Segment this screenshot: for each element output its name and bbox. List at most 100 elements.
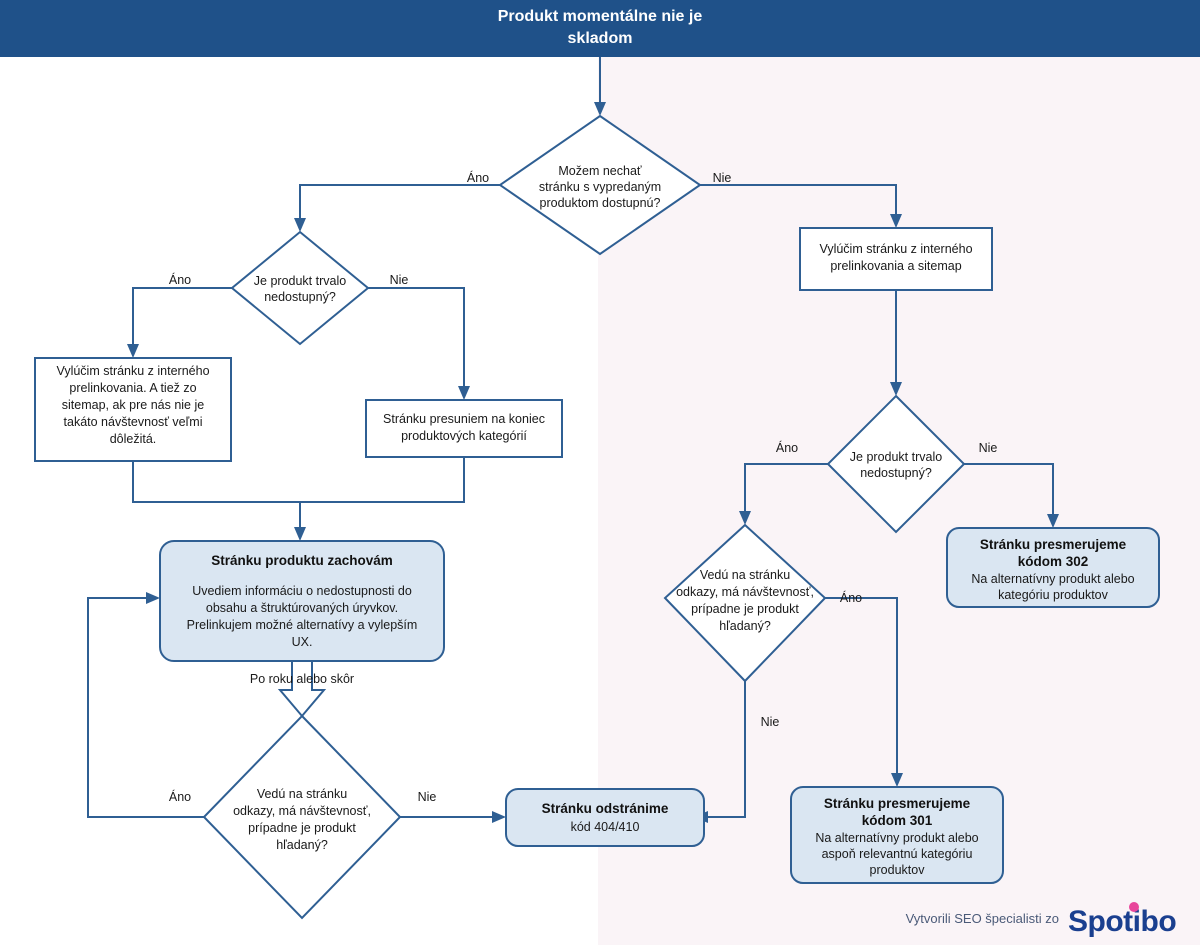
- node-decision-availability[interactable]: Možem nechať stránku s vypredaným produk…: [498, 114, 702, 256]
- diamond-shape: [230, 230, 370, 346]
- node-text-line-1: Stránku presuniem na koniec: [383, 412, 545, 426]
- node-title-line-1: Stránku presmerujeme: [824, 796, 971, 811]
- edge-d2right-no: [964, 463, 1054, 518]
- diamond-shape: [663, 523, 827, 683]
- node-text-line-3: produktom dostupnú?: [540, 196, 661, 210]
- node-text-line-2: obsahu a štruktúrovaných úryvkov.: [206, 601, 398, 615]
- edge-d3right-no: [704, 681, 746, 818]
- node-text-line-1: Na alternatívny produkt alebo: [815, 831, 978, 845]
- node-exclude-internal-linking-left[interactable]: Vylúčim stránku z interného prelinkovani…: [34, 357, 232, 462]
- edge-d3left-yes-loop: [87, 597, 204, 818]
- node-title: Stránku odstránime: [542, 801, 669, 816]
- header-bar: [0, 0, 1200, 57]
- edge-d2left-yes: [132, 287, 232, 348]
- node-text-line-1: Uvediem informáciu o nedostupnosti do: [192, 584, 412, 598]
- edge-d2left-no: [368, 287, 465, 390]
- header-title-line2: skladom: [568, 30, 633, 47]
- arrowhead-d2right-yes: [739, 511, 751, 525]
- node-keep-product-page[interactable]: Stránku produktu zachovám Uvediem inform…: [159, 540, 445, 662]
- node-redirect-301[interactable]: Stránku presmerujeme kódom 301 Na altern…: [790, 786, 1004, 884]
- node-text-line-5: dôležitá.: [110, 432, 157, 446]
- node-text-line-1: Vedú na stránku: [257, 787, 347, 801]
- diamond-shape: [498, 114, 702, 256]
- node-decision-links-traffic-right[interactable]: Vedú na stránku odkazy, má návštevnosť, …: [663, 523, 827, 683]
- node-text-line-3: produktov: [870, 863, 926, 877]
- node-text-line-4: UX.: [292, 635, 313, 649]
- edge-label-d3right-no: Nie: [761, 715, 780, 729]
- diamond-shape: [202, 714, 402, 920]
- node-text-line-1: Možem nechať: [558, 164, 642, 178]
- rect-shape: [34, 357, 232, 462]
- edge-label-keep-delay: Po roku alebo skôr: [250, 672, 354, 686]
- node-title-line-2: kódom 301: [862, 813, 933, 828]
- node-text-line-2: odkazy, má návštevnosť,: [676, 585, 814, 599]
- node-title-line-2: kódom 302: [1018, 554, 1089, 569]
- arrowhead-d3left-no: [492, 811, 506, 823]
- node-text-line-1: Na alternatívny produkt alebo: [971, 572, 1134, 586]
- node-title-line-1: Stránku presmerujeme: [980, 537, 1127, 552]
- logo-part-3: o: [1158, 905, 1176, 938]
- edge-label-d2left-no: Nie: [390, 273, 409, 287]
- node-text-line-2: prelinkovania. A tiež zo: [69, 381, 196, 395]
- node-text-line-1: Vylúčim stránku z interného: [56, 364, 209, 378]
- edge-d2right-yes: [744, 463, 828, 515]
- arrowhead-d2left-no: [458, 386, 470, 400]
- node-decision-permanent-left[interactable]: Je produkt trvalo nedostupný?: [230, 230, 370, 346]
- arrowhead-d2right-no: [1047, 514, 1059, 528]
- node-text-line-1: Je produkt trvalo: [254, 274, 346, 288]
- footer-credit: Vytvorili SEO špecialisti zo: [906, 911, 1059, 926]
- node-redirect-302[interactable]: Stránku presmerujeme kódom 302 Na altern…: [946, 527, 1160, 608]
- node-title: Stránku produktu zachovám: [211, 553, 393, 568]
- node-text-line-1: Vedú na stránku: [700, 568, 790, 582]
- arrowhead-merge-left: [294, 527, 306, 541]
- edge-d1-no: [700, 184, 897, 218]
- rounded-rect-shape: [790, 786, 1004, 884]
- node-text-line-2: aspoň relevantnú kategóriu: [822, 847, 973, 861]
- edge-label-d2left-yes: Áno: [169, 272, 191, 287]
- arrowhead-excluderight-to-d2right: [890, 382, 902, 396]
- arrowhead-d1-no: [890, 214, 902, 228]
- node-text-line-2: stránku s vypredaným: [539, 180, 661, 194]
- rect-shape: [799, 227, 993, 291]
- arrowhead-d3right-yes: [891, 773, 903, 787]
- edge-label-d1-no: Nie: [713, 171, 732, 185]
- logo-dot-icon: [1129, 902, 1139, 912]
- edge-d3right-yes: [825, 597, 898, 777]
- node-text-line-1: Je produkt trvalo: [850, 450, 942, 464]
- edge-label-d1-yes: Áno: [467, 170, 489, 185]
- node-text-line-3: prípadne je produkt: [691, 602, 799, 616]
- brand-logo-text: Spotibo: [1068, 905, 1176, 938]
- edge-label-d2right-yes: Áno: [776, 440, 798, 455]
- logo-part-1: Spot: [1068, 905, 1133, 938]
- rounded-rect-shape: [946, 527, 1160, 608]
- node-text-line-4: takáto návštevnosť veľmi: [64, 415, 203, 429]
- node-text-line-2: kategóriu produktov: [998, 588, 1109, 602]
- header-title-line1: Produkt momentálne nie je: [498, 8, 703, 25]
- node-text-line-3: Prelinkujem možné alternatívy a vylepším: [187, 618, 418, 632]
- node-text-line-4: hľadaný?: [276, 838, 328, 852]
- edge-labels-layer: Áno Nie Áno Nie Po roku alebo skôr Áno N…: [169, 170, 998, 804]
- node-text-line-2: nedostupný?: [264, 290, 336, 304]
- node-text-line-2: odkazy, má návštevnosť,: [233, 804, 371, 818]
- arrowhead-d1-yes: [294, 218, 306, 232]
- node-text-line-3: prípadne je produkt: [248, 821, 356, 835]
- node-text-line-1: kód 404/410: [571, 820, 640, 834]
- node-decision-permanent-right[interactable]: Je produkt trvalo nedostupný?: [826, 394, 966, 534]
- edge-merge-left: [132, 457, 465, 503]
- node-text-line-2: nedostupný?: [860, 466, 932, 480]
- rounded-rect-shape: [505, 788, 705, 847]
- node-decision-links-traffic-left[interactable]: Vedú na stránku odkazy, má návštevnosť, …: [202, 714, 402, 920]
- edge-label-d2right-no: Nie: [979, 441, 998, 455]
- rect-shape: [365, 399, 563, 458]
- edge-label-d3left-yes: Áno: [169, 789, 191, 804]
- footer: Vytvorili SEO špecialisti zo Spotibo: [906, 902, 1177, 938]
- arrowhead-header-to-d1: [594, 102, 606, 116]
- diamond-shape: [826, 394, 966, 534]
- node-text-line-3: sitemap, ak pre nás nie je: [62, 398, 204, 412]
- node-delete-page[interactable]: Stránku odstránime kód 404/410: [505, 788, 705, 847]
- edge-label-d3right-yes: Áno: [840, 590, 862, 605]
- node-move-to-end-of-category[interactable]: Stránku presuniem na koniec produktových…: [365, 399, 563, 458]
- node-exclude-internal-linking-right[interactable]: Vylúčim stránku z interného prelinkovani…: [799, 227, 993, 291]
- edge-label-d3left-no: Nie: [418, 790, 437, 804]
